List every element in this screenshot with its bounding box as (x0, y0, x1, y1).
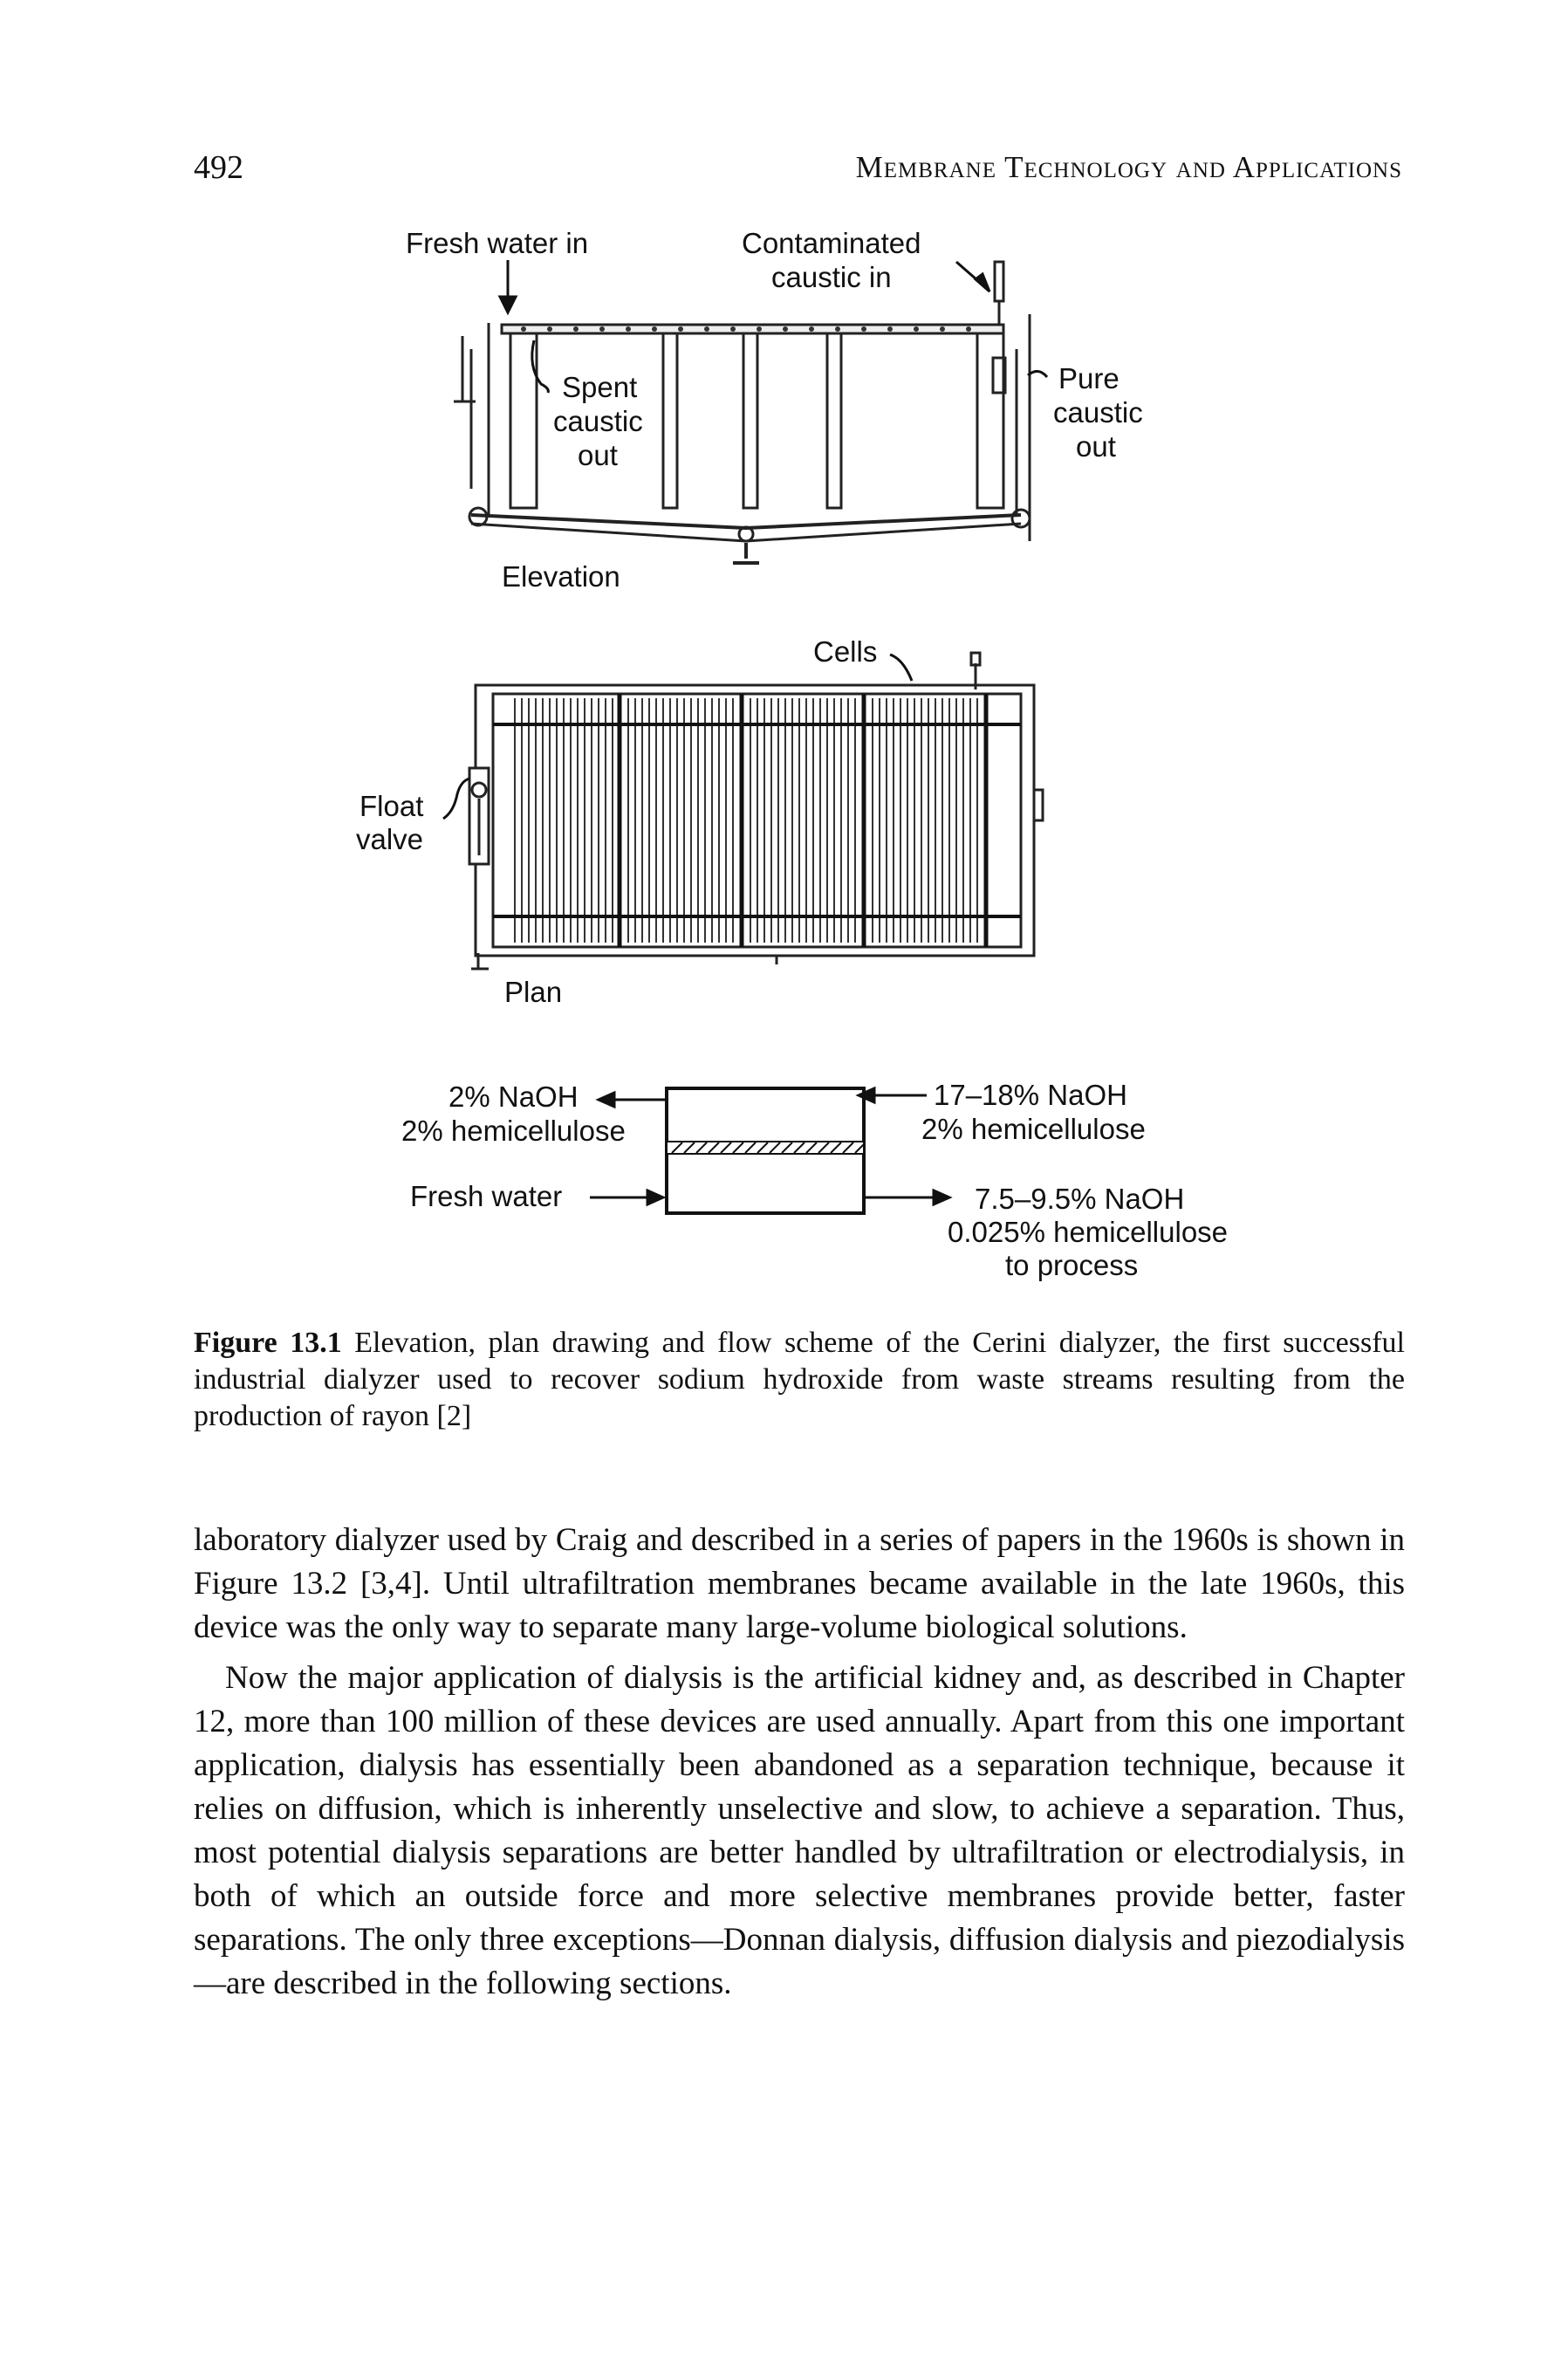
paragraph-1: laboratory dialyzer used by Craig and de… (194, 1522, 1405, 1645)
plan-label: Plan (504, 976, 562, 1008)
caption-label: Figure 13.1 (194, 1327, 342, 1359)
flow-right-bottom-1: 7.5–9.5% NaOH (975, 1183, 1184, 1215)
elevation-drawing (454, 260, 1031, 565)
pure-caustic-label-3: out (1076, 430, 1116, 463)
flow-scheme (665, 1087, 866, 1215)
page-number: 492 (194, 149, 243, 186)
contaminated-label-2: caustic in (771, 261, 892, 293)
pure-caustic-label-1: Pure (1058, 362, 1120, 394)
plan-dividers (617, 694, 989, 947)
spent-caustic-label-1: Spent (562, 371, 637, 403)
pure-caustic-label-2: caustic (1053, 396, 1143, 429)
membrane-hatch (671, 1142, 865, 1154)
elevation-label: Elevation (502, 560, 620, 593)
flow-right-bottom-3: to process (1005, 1249, 1138, 1281)
flow-right-top-1: 17–18% NaOH (934, 1079, 1127, 1111)
figure-13-1: Fresh water in Contaminated caustic in S… (356, 227, 1228, 1281)
flow-right-bottom-2: 0.025% hemicellulose (948, 1216, 1228, 1248)
spent-caustic-label-3: out (578, 439, 618, 471)
flow-left-top-1: 2% NaOH (448, 1081, 579, 1113)
flow-right-top-2: 2% hemicellulose (921, 1113, 1146, 1145)
plan-cell-slats (514, 698, 978, 943)
plan-leaders (442, 653, 914, 820)
fresh-water-in-label: Fresh water in (406, 227, 588, 259)
float-valve-label-2: valve (356, 823, 423, 855)
plan-drawing (468, 651, 1044, 971)
elevation-top-rail-bolts (521, 326, 971, 332)
elevation-arrows (497, 260, 1049, 394)
spent-caustic-label-2: caustic (553, 405, 643, 437)
running-title: Membrane Technology and Applications (855, 150, 1402, 184)
plan-header-bars (493, 723, 1021, 918)
figure-caption: Figure 13.1 Elevation, plan drawing and … (194, 1325, 1405, 1435)
float-valve-label-1: Float (359, 790, 423, 822)
flow-left-top-2: 2% hemicellulose (401, 1115, 626, 1147)
paragraph-2: Now the major application of dialysis is… (194, 1660, 1405, 2001)
flow-left-bottom: Fresh water (410, 1180, 562, 1212)
contaminated-label-1: Contaminated (742, 227, 921, 259)
flow-arrows (590, 1086, 953, 1207)
cells-label: Cells (813, 635, 877, 668)
body-text: laboratory dialyzer used by Craig and de… (194, 1519, 1405, 2006)
caption-text: Elevation, plan drawing and flow scheme … (194, 1327, 1405, 1432)
